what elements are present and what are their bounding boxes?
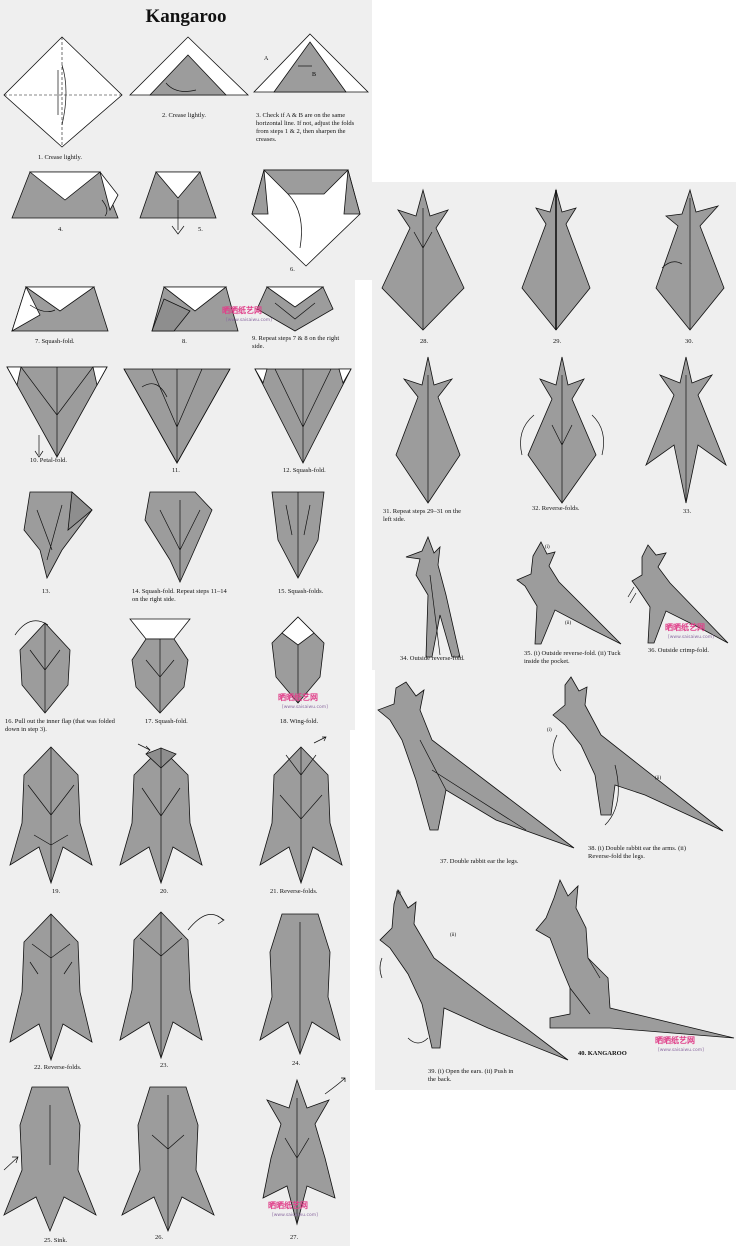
step-20-caption: 20. [160,888,180,896]
step-16-diagram [10,615,80,715]
step-14-caption: 14. Squash-fold. Repeat steps 11–14 on t… [132,588,232,604]
step-11-caption: 11. [172,467,192,475]
step-24-caption: 24. [292,1060,312,1068]
step-31-caption: 31. Repeat steps 29–31 on the left side. [383,508,463,524]
step-39-caption: 39. (i) Open the ears. (ii) Push in the … [428,1068,518,1084]
step-22-caption: 22. Reverse-folds. [34,1064,104,1072]
watermark-url-3: [www.saisaiwu.com] [272,1213,318,1218]
step-12-caption: 12. Squash-fold. [283,467,353,475]
step-2-diagram [126,35,251,110]
step-7-caption: 7. Squash-fold. [35,338,105,346]
watermark-url-4: [www.saisaiwu.com] [668,635,714,640]
step-14-diagram [140,490,220,585]
page-title: Kangaroo [0,6,372,28]
watermark-3: 晒晒纸艺网 [268,1200,308,1211]
step-17-caption: 17. Squash-fold. [145,718,205,726]
watermark-url-1: [www.saisaiwu.com] [226,318,272,323]
step-34-diagram [400,535,490,660]
watermark-url-2: [www.saisaiwu.com] [282,705,328,710]
watermark-5: 晒晒纸艺网 [655,1035,695,1046]
step-1-diagram [0,35,125,150]
step-16-caption: 16. Pull out the inner flap (that was fo… [5,718,123,734]
label-b: B [312,72,316,78]
label-i-38: (i) [547,728,552,733]
step-32-diagram [512,355,612,505]
step-29-caption: 29. [553,338,573,346]
step-32-caption: 32. Reverse-folds. [532,505,602,513]
step-23-caption: 23. [160,1062,180,1070]
step-22-diagram [8,912,94,1062]
step-21-caption: 21. Reverse-folds. [270,888,340,896]
step-1-caption: 1. Crease lightly. [38,154,118,162]
label-ii-38: (ii) [655,776,661,781]
watermark-2: 晒晒纸艺网 [278,692,318,703]
step-27-caption: 27. [290,1234,310,1242]
step-6-caption: 6. [290,266,310,274]
step-31-diagram [390,355,466,505]
step-13-caption: 13. [42,588,62,596]
step-29-diagram [518,188,594,333]
step-35-caption: 35. (i) Outside reverse-fold. (ii) Tuck … [524,650,624,666]
watermark-4: 晒晒纸艺网 [665,622,705,633]
step-9-caption: 9. Repeat steps 7 & 8 on the right side. [252,335,347,351]
step-38-caption: 38. (i) Double rabbit ear the arms. (ii)… [588,845,708,861]
step-3-caption: 3. Check if A & B are on the same horizo… [256,112,364,144]
step-19-caption: 19. [52,888,72,896]
step-5-caption: 5. [198,226,218,234]
step-33-diagram [640,355,732,505]
step-26-diagram [118,1085,218,1233]
step-23-diagram [118,910,238,1060]
step-37-caption: 37. Double rabbit ear the legs. [440,858,560,866]
step-30-caption: 30. [685,338,705,346]
label-a: A [264,56,269,62]
step-11-diagram [122,367,232,467]
step-36-caption: 36. Outside crimp-fold. [648,647,728,655]
step-19-diagram [8,745,94,885]
step-12-diagram [253,367,353,467]
step-20-diagram [118,740,204,885]
step-10-caption: 10. Petal-fold. [30,457,90,465]
step-40-diagram [530,878,735,1038]
step-35-diagram: (i) (ii) [515,540,625,650]
step-10-diagram [5,365,110,460]
step-2-caption: 2. Crease lightly. [162,112,242,120]
step-15-diagram [268,490,328,580]
step-28-diagram [378,188,468,333]
step-40-caption: 40. KANGAROO [578,1050,658,1058]
step-25-caption: 25. Sink. [44,1237,84,1245]
step-33-caption: 33. [683,508,703,516]
step-8-caption: 8. [182,338,202,346]
step-6-diagram [248,168,364,268]
step-9-diagram [255,285,335,335]
step-17-diagram [124,615,196,715]
watermark-url-5: [www.saisaiwu.com] [658,1048,704,1053]
step-26-caption: 26. [155,1234,175,1242]
label-ii-39: (ii) [450,933,456,938]
step-4-caption: 4. [58,226,78,234]
label-i-39: (i) [396,891,401,896]
step-18-caption: 18. Wing-fold. [280,718,340,726]
step-38-diagram: (i) (ii) [545,675,725,835]
step-15-caption: 15. Squash-folds. [278,588,348,596]
step-30-diagram [652,188,728,333]
step-7-diagram [10,285,110,335]
step-3-diagram: A B [250,32,370,107]
step-34-caption: 34. Outside reverse-fold. [400,655,490,663]
step-24-diagram [258,912,342,1057]
step-4-diagram [10,170,120,222]
step-13-diagram [12,490,102,580]
step-28-caption: 28. [420,338,440,346]
label-i-35: (i) [545,545,550,550]
step-25-diagram [0,1085,100,1235]
watermark-1: 晒晒纸艺网 [222,305,262,316]
label-ii-35: (ii) [565,621,571,626]
step-21-diagram [258,735,344,885]
